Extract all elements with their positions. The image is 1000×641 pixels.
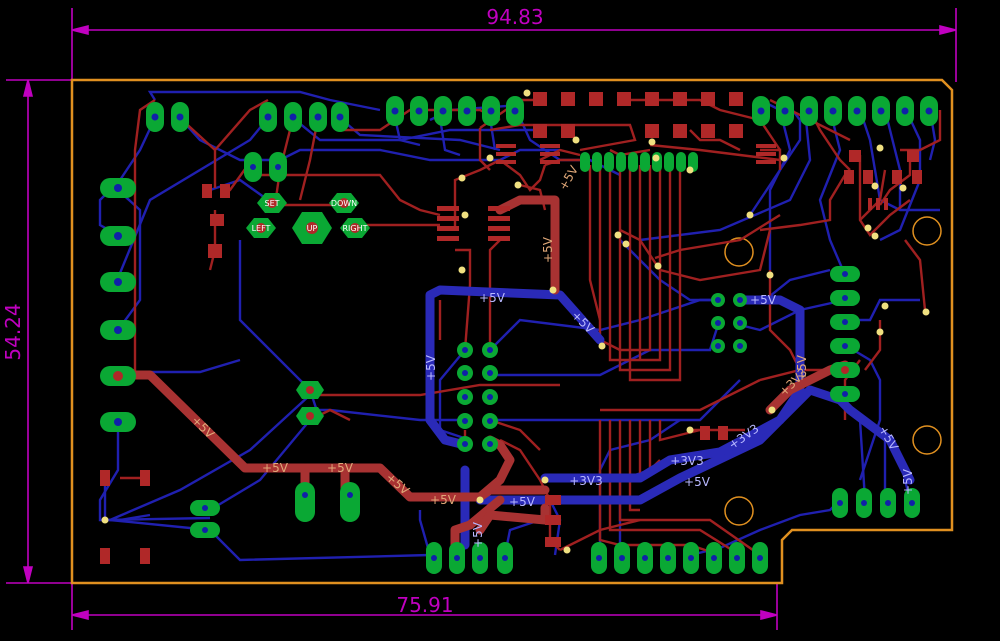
bottom-power-traces [425,285,915,550]
silk-label: DOWN [331,199,357,208]
net-label: +5V [327,461,354,475]
net-label: +5V [750,293,777,307]
net-label: +5V [556,163,581,193]
net-label: +5V [262,461,289,475]
dimension-lines [6,8,957,630]
net-label: +5V [471,521,485,548]
mounting-holes [724,216,942,526]
net-label: +3V3 [569,474,603,488]
net-label: +5V [901,468,915,495]
net-label: +3V3 [670,454,704,468]
silk-label: RIGHT [342,224,367,233]
net-label: +5V [541,236,555,263]
dimension-span-label: 75.91 [396,593,453,617]
silk-label: UP [307,224,318,233]
net-label: +5V [430,493,457,507]
pad-drills [114,107,933,561]
silk-label: LEFT [252,224,271,233]
silk-label: SET [264,199,279,208]
board-outline [70,78,954,585]
net-label: +5V [479,291,506,305]
smd-pads [100,92,922,564]
red-drills [113,198,849,420]
silk-labels: SET UP DOWN LEFT RIGHT [252,199,368,233]
net-label: +5V [684,475,711,489]
vias [101,89,930,554]
net-label: +5V [795,354,809,381]
net-label: +5V [424,354,438,381]
net-label: +5V [509,495,536,509]
dimension-width-label: 94.83 [486,5,543,29]
dimension-height-label: 54.24 [1,303,25,360]
